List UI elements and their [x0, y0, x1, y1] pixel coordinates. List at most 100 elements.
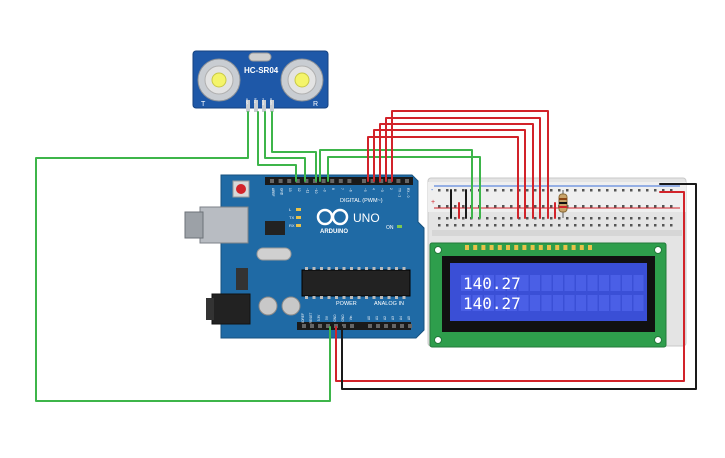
pin-ioref[interactable] [302, 324, 306, 328]
wire-sensor-echo[interactable] [264, 111, 306, 182]
wire-sensor-trig[interactable] [257, 111, 297, 182]
sensor-pin[interactable] [262, 100, 266, 112]
sensor-pin[interactable] [246, 100, 250, 112]
pin-tx1[interactable] [396, 179, 401, 183]
lcd-line-2: 140.27 [463, 294, 521, 313]
sensor-pin-label: Trig [253, 98, 257, 103]
rail-minus-label: - [431, 187, 434, 194]
pin-a4[interactable] [400, 324, 404, 328]
resistor[interactable] [558, 190, 568, 218]
lcd-pin[interactable] [563, 245, 568, 250]
pin-a1[interactable] [376, 324, 380, 328]
wire-sensor-vcc[interactable] [35, 111, 331, 402]
pin-11[interactable] [304, 179, 309, 183]
pin-gnd[interactable] [342, 324, 346, 328]
pin-6[interactable] [347, 179, 352, 183]
pin-4[interactable] [370, 179, 375, 183]
pin-3[interactable] [379, 179, 384, 183]
pin-12[interactable] [295, 179, 300, 183]
pin-5[interactable] [362, 179, 366, 183]
pin-a5[interactable] [408, 324, 412, 328]
led-label: L [289, 207, 292, 212]
sensor-pin[interactable] [254, 100, 258, 112]
lcd-module[interactable]: 140.27 140.27 [429, 242, 667, 348]
breadboard-holes [438, 189, 673, 227]
pin-13[interactable] [287, 179, 292, 183]
lcd-pin[interactable] [497, 245, 502, 250]
wire-red-5[interactable] [391, 110, 549, 219]
digital-header-label: DIGITAL (PWM~) [340, 198, 383, 204]
bottom-pin-label: 3.3V [317, 314, 321, 321]
wire-power-5v[interactable] [335, 191, 685, 382]
wire-lcd-data-1[interactable] [319, 149, 473, 219]
pin-aref[interactable] [270, 179, 274, 183]
bottom-pin-label: GND [333, 314, 337, 322]
lcd-pin[interactable] [489, 245, 494, 250]
lcd-pin[interactable] [547, 245, 551, 250]
bottom-pin-label: Vin [349, 316, 353, 321]
pin-vin[interactable] [350, 324, 354, 328]
lcd-pin[interactable] [530, 245, 535, 250]
pin-rx0[interactable] [405, 179, 409, 183]
sensor-model-label: HC-SR04 [244, 66, 279, 75]
wire-red-3[interactable] [379, 123, 534, 219]
pin-9[interactable] [321, 179, 326, 183]
bottom-pin-label: RESET [309, 313, 313, 324]
sensor-pin-label: Echo [261, 98, 265, 105]
lcd-pin[interactable] [481, 245, 486, 250]
rail-plus-label: + [431, 199, 435, 206]
top-pin-label: ~11 [305, 188, 309, 193]
led-label: TX [289, 215, 294, 220]
wire-power-gnd[interactable] [341, 183, 697, 390]
sensor-pin-label: GND [269, 97, 273, 105]
sensor-pin[interactable] [270, 100, 274, 112]
wires[interactable] [35, 110, 697, 402]
arduino-brand: ARDUINO [320, 229, 348, 235]
wire-red-4[interactable] [385, 117, 541, 219]
pin-7[interactable] [338, 179, 343, 183]
top-pin-label: 7 [340, 188, 344, 190]
wire-red-2[interactable] [373, 129, 526, 219]
pin-2[interactable] [387, 179, 392, 183]
wire-lcd-data-2[interactable] [327, 156, 481, 219]
top-pin-label: 2 [389, 188, 393, 190]
pin-a2[interactable] [384, 324, 388, 328]
wire-sensor-gnd[interactable] [271, 111, 317, 182]
lcd-pin[interactable] [579, 245, 584, 250]
pin-a0[interactable] [368, 324, 372, 328]
bottom-pin-label: A3 [391, 316, 395, 320]
lcd-char-cells [461, 275, 644, 311]
lcd-pin[interactable] [571, 245, 576, 250]
lcd-pin[interactable] [588, 245, 592, 250]
lcd-header-pins [465, 245, 592, 250]
lcd-pin[interactable] [506, 245, 510, 250]
bottom-pin-label: A5 [407, 316, 411, 320]
lcd-pin[interactable] [514, 245, 519, 250]
arduino-uno[interactable]: ARDUINO UNO DIGITAL (PWM~) POWER ANALOG … [184, 174, 425, 339]
lcd-pin[interactable] [522, 245, 527, 250]
lcd-screen [450, 263, 647, 321]
top-pin-label: ~9 [323, 188, 327, 192]
pin-33v[interactable] [318, 324, 322, 328]
lcd-pin[interactable] [465, 245, 469, 250]
lcd-pin[interactable] [555, 245, 560, 250]
top-pin-label: AREF [271, 188, 275, 197]
pin-gnd[interactable] [278, 179, 283, 183]
digital-header-pins [270, 179, 409, 183]
wire-red-1[interactable] [367, 136, 519, 219]
top-pin-label: TX→1 [397, 188, 401, 197]
lcd-pin[interactable] [538, 245, 543, 250]
sensor-right-mark: R [313, 101, 318, 108]
lcd-line-1: 140.27 [463, 274, 521, 293]
pin-a3[interactable] [392, 324, 396, 328]
pin-5v[interactable] [326, 324, 330, 328]
reset-button[interactable] [236, 184, 246, 194]
pin-reset[interactable] [310, 324, 314, 328]
lcd-pin[interactable] [473, 245, 478, 250]
arduino-model: UNO [353, 211, 380, 225]
pin-8[interactable] [330, 179, 335, 183]
top-pin-label: 4 [372, 188, 376, 190]
bottom-pin-label: A0 [367, 316, 371, 320]
